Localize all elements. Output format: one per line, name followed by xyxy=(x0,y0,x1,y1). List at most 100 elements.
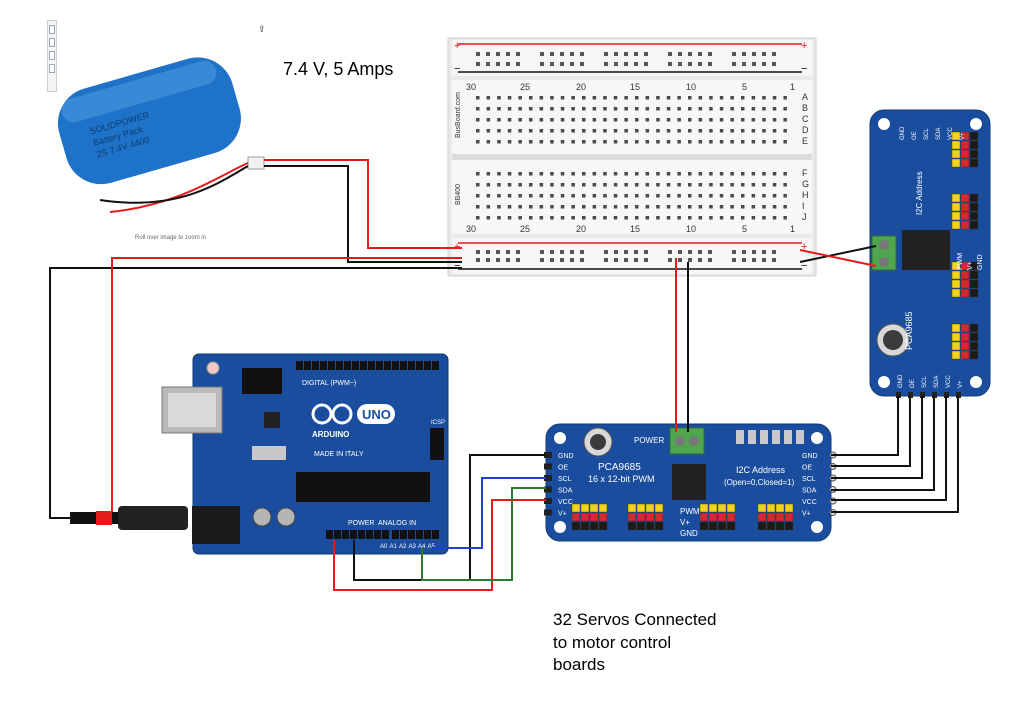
breadboard-hole xyxy=(762,172,766,176)
drv2-pin-bottom xyxy=(896,392,901,398)
breadboard-hole xyxy=(550,140,554,144)
servo-header-pin xyxy=(960,193,970,203)
drv2-pwm-label: PWM xyxy=(957,253,964,270)
servo-header-pin xyxy=(717,512,727,522)
breadboard-hole xyxy=(719,205,724,209)
servo-header-pin xyxy=(969,279,979,289)
breadboard-hole xyxy=(762,129,766,133)
breadboard-hole xyxy=(571,194,575,198)
servo-header-pin xyxy=(969,270,979,280)
rail-hole xyxy=(516,52,520,56)
rail-hole xyxy=(604,52,608,56)
breadboard-hole xyxy=(666,172,671,176)
breadboard-hole xyxy=(624,172,628,176)
analog-pin-label: A0 xyxy=(380,544,388,550)
servo-header-pin xyxy=(951,193,961,203)
breadboard-hole xyxy=(762,205,766,209)
breadboard-hole xyxy=(688,140,692,144)
row-letter: F xyxy=(802,168,808,178)
drv2-pin-bottom xyxy=(944,392,949,398)
breadboard-hole xyxy=(476,183,480,187)
rail-hole xyxy=(634,250,638,254)
breadboard-hole xyxy=(709,194,713,198)
breadboard-hole xyxy=(719,172,724,176)
share-icon[interactable]: ⇪ xyxy=(258,24,266,34)
breadboard-hole xyxy=(677,107,681,111)
breadboard-hole xyxy=(709,118,713,122)
digital-header-pin xyxy=(360,361,367,370)
toolbar-icon[interactable] xyxy=(49,64,55,73)
breadboard-hole xyxy=(656,172,660,176)
analog-header-pin xyxy=(400,530,407,539)
breadboard-hole xyxy=(486,183,491,187)
breadboard-hole xyxy=(719,183,724,187)
breadboard-hole xyxy=(592,194,597,198)
breadboard-hole xyxy=(762,96,766,100)
row-letter: B xyxy=(802,103,808,113)
breadboard-hole xyxy=(486,194,491,198)
breadboard-hole xyxy=(730,140,734,144)
breadboard-hole xyxy=(783,183,787,187)
breadboard-hole xyxy=(486,118,491,122)
servo-header-pin xyxy=(960,202,970,212)
breadboard-hole xyxy=(772,107,777,111)
toolbar-icon[interactable] xyxy=(49,38,55,47)
drv2-pin-label-top: SDA xyxy=(936,128,942,140)
breadboard-hole xyxy=(656,118,660,122)
toolbar-icon[interactable] xyxy=(49,25,55,34)
breadboard-hole xyxy=(560,194,565,198)
breadboard-hole xyxy=(656,96,660,100)
column-number: 5 xyxy=(742,82,747,92)
rail-hole xyxy=(634,62,638,66)
arduino-logo: UNO xyxy=(311,403,395,425)
rail-hole xyxy=(496,62,500,66)
servo-header-pin xyxy=(627,521,637,531)
breadboard-hole xyxy=(751,96,756,100)
breadboard-hole xyxy=(709,96,713,100)
toolbar-icon[interactable] xyxy=(49,51,55,60)
rail-minus-top-right: − xyxy=(801,63,807,75)
breadboard-hole xyxy=(688,194,692,198)
breadboard-hole xyxy=(709,172,713,176)
breadboard-hole xyxy=(688,205,692,209)
servo-header-pin xyxy=(960,158,970,168)
breadboard-hole xyxy=(603,183,607,187)
servo-header-pin xyxy=(636,521,646,531)
breadboard-hole xyxy=(772,205,777,209)
breadboard-hole xyxy=(582,216,586,220)
breadboard-hole xyxy=(613,216,618,220)
servo-header-pin xyxy=(654,521,664,531)
digital-header-pin xyxy=(344,361,351,370)
breadboard-hole xyxy=(613,172,618,176)
breadboard-hole xyxy=(518,216,522,220)
breadboard-hole xyxy=(507,96,512,100)
breadboard-hole xyxy=(645,205,650,209)
wire-chain-3 xyxy=(831,396,923,479)
drv2-pin-label-bottom: SCL xyxy=(922,376,928,388)
digital-header-pin xyxy=(424,361,431,370)
breadboard-hole xyxy=(592,107,597,111)
breadboard-hole xyxy=(529,205,533,209)
column-number: 15 xyxy=(630,82,640,92)
breadboard-hole xyxy=(560,205,565,209)
breadboard-hole xyxy=(518,205,522,209)
breadboard-hole xyxy=(592,183,597,187)
breadboard-hole xyxy=(529,172,533,176)
rail-hole xyxy=(560,250,564,254)
power-header-pin xyxy=(374,530,381,539)
servo-header-pin xyxy=(960,332,970,342)
breadboard-hole xyxy=(550,216,554,220)
breadboard-hole xyxy=(656,140,660,144)
column-number: 10 xyxy=(686,82,696,92)
power-header-pin xyxy=(382,530,389,539)
breadboard-hole xyxy=(592,172,597,176)
rail-hole xyxy=(772,250,776,254)
rail-hole xyxy=(772,62,776,66)
rail-hole xyxy=(742,250,746,254)
breadboard-hole xyxy=(772,194,777,198)
rail-hole xyxy=(496,250,500,254)
barrel-plug xyxy=(70,506,188,530)
rail-hole xyxy=(752,258,756,262)
breadboard-hole xyxy=(476,216,480,220)
drv1-pin-label-right: OE xyxy=(802,465,812,472)
